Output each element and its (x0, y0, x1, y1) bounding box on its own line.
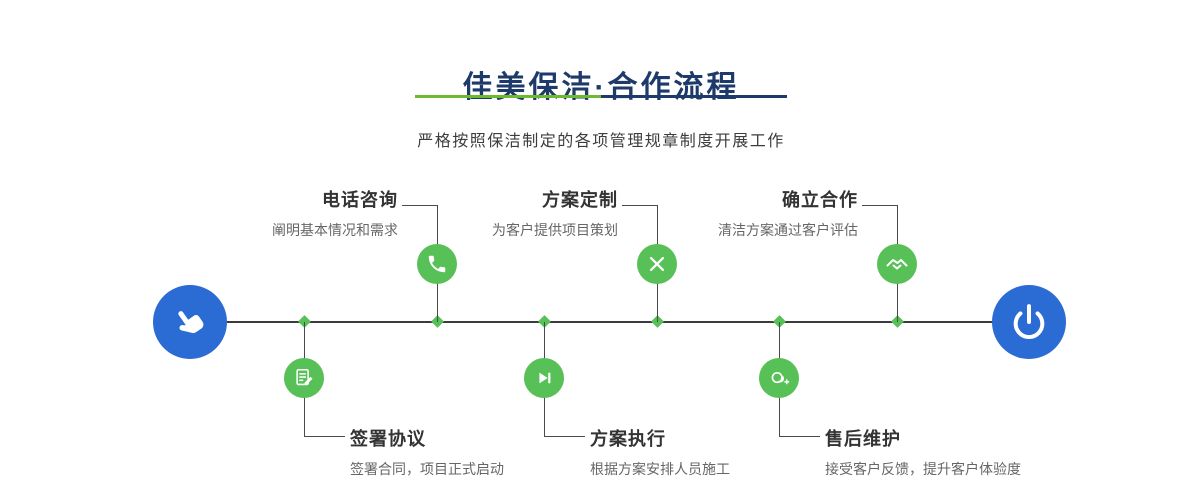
underline-green-segment (415, 95, 601, 98)
step-phone-consultation: 电话咨询 阐明基本情况和需求 (118, 186, 398, 240)
headset-plus-icon (767, 367, 791, 389)
step-description: 签署合同，项目正式启动 (350, 461, 504, 477)
phone-icon (426, 253, 448, 275)
title-underline (415, 95, 787, 98)
step-title: 方案定制 (542, 190, 618, 210)
underline-blue-segment (601, 95, 787, 98)
contract-icon (293, 367, 315, 389)
step-node-plan-execution (524, 358, 564, 398)
step-title: 售后维护 (825, 429, 901, 449)
step-title: 签署协议 (350, 429, 426, 449)
step-title: 电话咨询 (322, 190, 398, 210)
step-title: 确立合作 (782, 190, 858, 210)
step-description: 接受客户反馈，提升客户体验度 (825, 461, 1021, 477)
step-node-establish-cooperation (877, 244, 917, 284)
step-node-plan-customization (637, 244, 677, 284)
step-sign-agreement: 签署协议 签署合同，项目正式启动 (350, 425, 670, 479)
pen-tools-icon (646, 253, 668, 275)
flow-start-node (153, 285, 227, 359)
step-description: 清洁方案通过客户评估 (718, 222, 858, 238)
power-icon (1009, 302, 1049, 342)
step-node-sign-agreement (284, 358, 324, 398)
step-node-after-sales-support (759, 358, 799, 398)
page-subtitle: 严格按照保洁制定的各项管理规章制度开展工作 (417, 133, 785, 150)
handshake-icon (885, 252, 909, 276)
step-establish-cooperation: 确立合作 清洁方案通过客户评估 (578, 186, 858, 240)
connector-line (545, 436, 585, 437)
step-plan-customization: 方案定制 为客户提供项目策划 (338, 186, 618, 240)
play-forward-icon (533, 367, 555, 389)
step-description: 根据方案安排人员施工 (590, 461, 730, 477)
page-title: 佳美保洁·合作流程 (462, 71, 740, 105)
step-description: 为客户提供项目策划 (492, 222, 618, 238)
step-node-phone-consultation (417, 244, 457, 284)
connector-line (862, 205, 898, 206)
connector-line (402, 205, 438, 206)
connector-line (780, 436, 820, 437)
step-plan-execution: 方案执行 根据方案安排人员施工 (590, 425, 910, 479)
connector-line (622, 205, 658, 206)
step-description: 阐明基本情况和需求 (272, 222, 398, 238)
step-title: 方案执行 (590, 429, 666, 449)
flow-end-node (992, 285, 1066, 359)
hand-pointer-icon (171, 303, 209, 341)
connector-line (305, 436, 345, 437)
timeline-line (190, 321, 1030, 323)
step-after-sales-support: 售后维护 接受客户反馈，提升客户体验度 (825, 425, 1145, 479)
